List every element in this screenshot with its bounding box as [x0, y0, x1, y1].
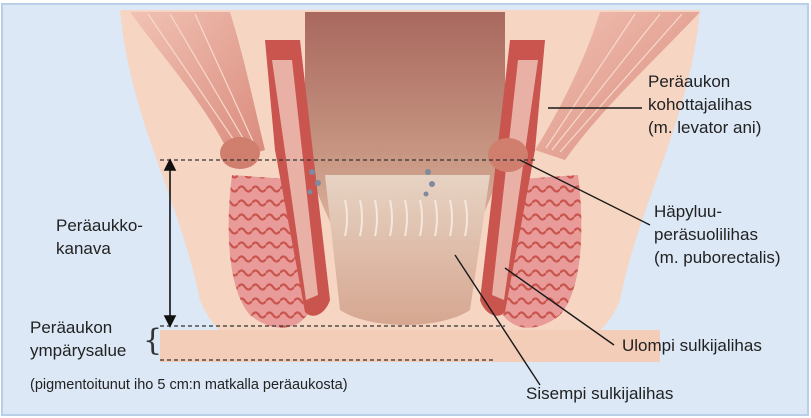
label-puborectalis-line1: Häpyluu- [654, 200, 781, 223]
perianal-brace: { [143, 326, 162, 356]
label-perianal-area: Peräaukon ympärysalue [30, 316, 126, 362]
label-anal-canal: Peräaukko- kanava [56, 214, 143, 260]
label-external-sphincter-text: Ulompi sulkijalihas [622, 334, 762, 357]
right-puborectalis [488, 138, 528, 172]
label-levator-line2: kohottajalihas [648, 93, 761, 116]
label-perianal-line1: Peräaukon [30, 316, 126, 339]
label-anal-canal-line2: kanava [56, 237, 143, 260]
label-anal-canal-line1: Peräaukko- [56, 214, 143, 237]
label-puborectalis-line2: peräsuolilihas [654, 223, 781, 246]
label-internal-sphincter-text: Sisempi sulkijalihas [526, 382, 673, 405]
label-perianal-note-text: (pigmentoitunut iho 5 cm:n matkalla perä… [30, 376, 348, 394]
label-levator-line3: (m. levator ani) [648, 116, 761, 139]
anal-canal-mucosa [325, 175, 490, 325]
label-external-sphincter: Ulompi sulkijalihas [622, 334, 762, 357]
left-puborectalis [220, 137, 260, 169]
label-puborectalis: Häpyluu- peräsuolilihas (m. puborectalis… [654, 200, 781, 269]
label-perianal-line2: ympärysalue [30, 339, 126, 362]
label-internal-sphincter: Sisempi sulkijalihas [526, 382, 673, 405]
label-puborectalis-line3: (m. puborectalis) [654, 246, 781, 269]
label-perianal-note: (pigmentoitunut iho 5 cm:n matkalla perä… [30, 376, 348, 394]
label-levator-ani: Peräaukon kohottajalihas (m. levator ani… [648, 70, 761, 139]
label-levator-line1: Peräaukon [648, 70, 761, 93]
perianal-skin [160, 330, 660, 362]
